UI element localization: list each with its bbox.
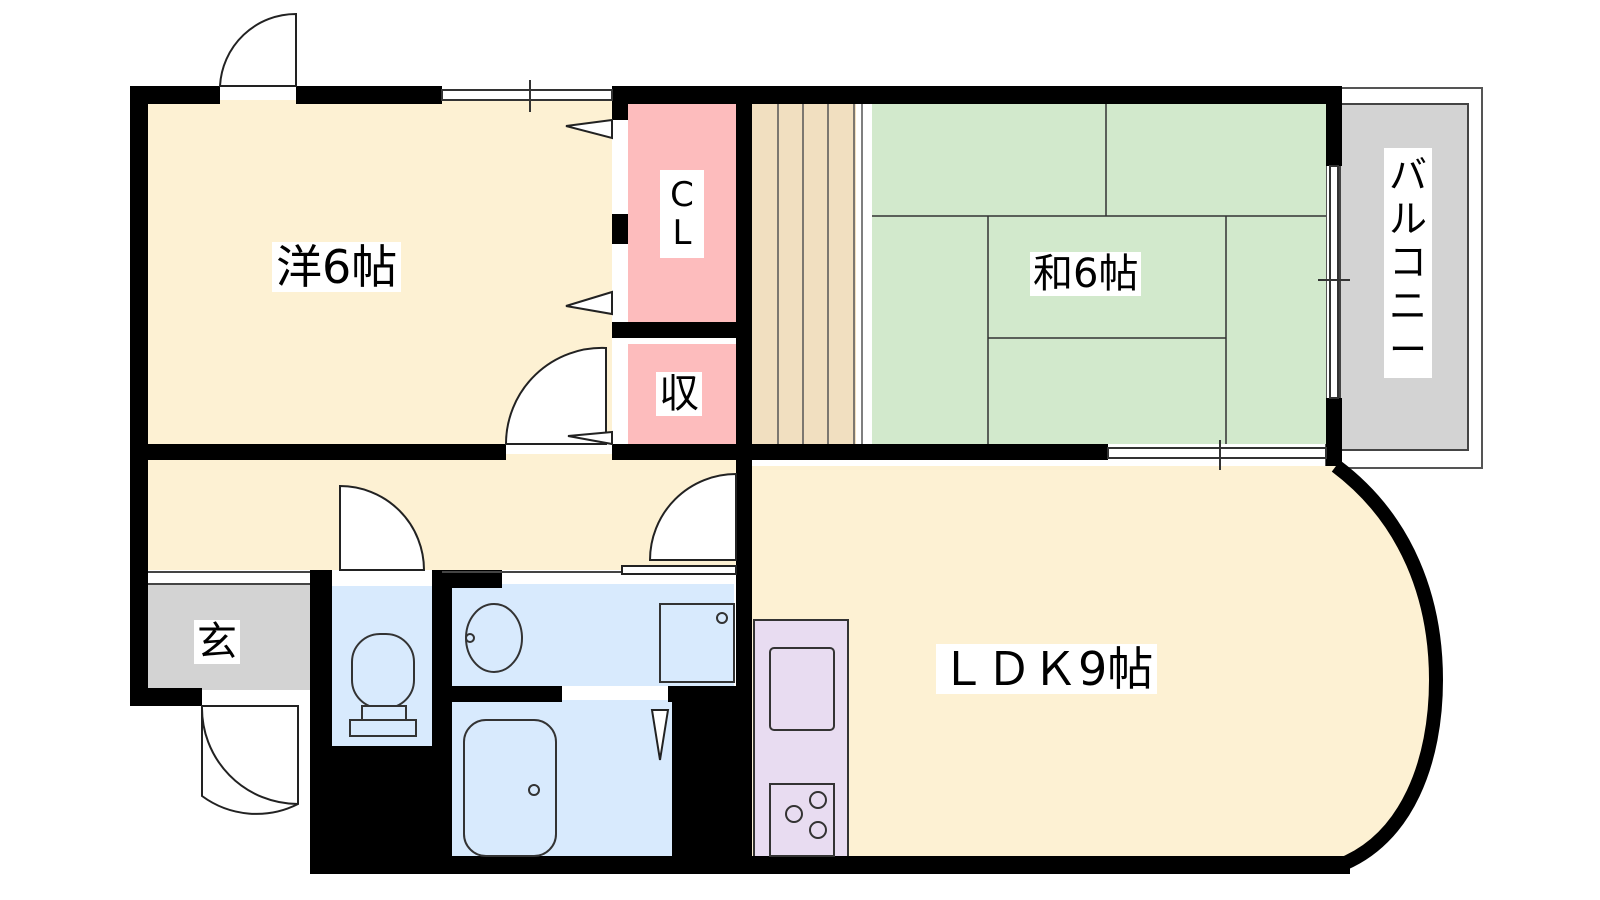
- western-room-label: 洋6帖: [272, 242, 402, 292]
- doors: [200, 12, 737, 815]
- closet-label: C L: [660, 170, 704, 259]
- bathtub: [463, 719, 557, 857]
- curved-wall: [1331, 460, 1444, 873]
- stairs: [752, 100, 856, 444]
- hallway: [142, 454, 740, 570]
- japanese-room-label: 和6帖: [1030, 252, 1142, 296]
- sliding-doors: [565, 118, 737, 761]
- walls: [130, 86, 1350, 874]
- storage-label: 収: [656, 372, 702, 416]
- toilet-fixture: [349, 633, 417, 737]
- kitchen-fixtures: [769, 647, 835, 857]
- balcony-label: バルコニー: [1384, 148, 1432, 379]
- ldk-label: ＬＤＫ9帖: [936, 644, 1158, 694]
- stair-treads: [777, 100, 863, 444]
- wash-basin: [465, 603, 735, 683]
- tatami-lines: [872, 100, 1326, 444]
- windows: [441, 80, 1350, 470]
- entrance-label: 玄: [194, 620, 240, 664]
